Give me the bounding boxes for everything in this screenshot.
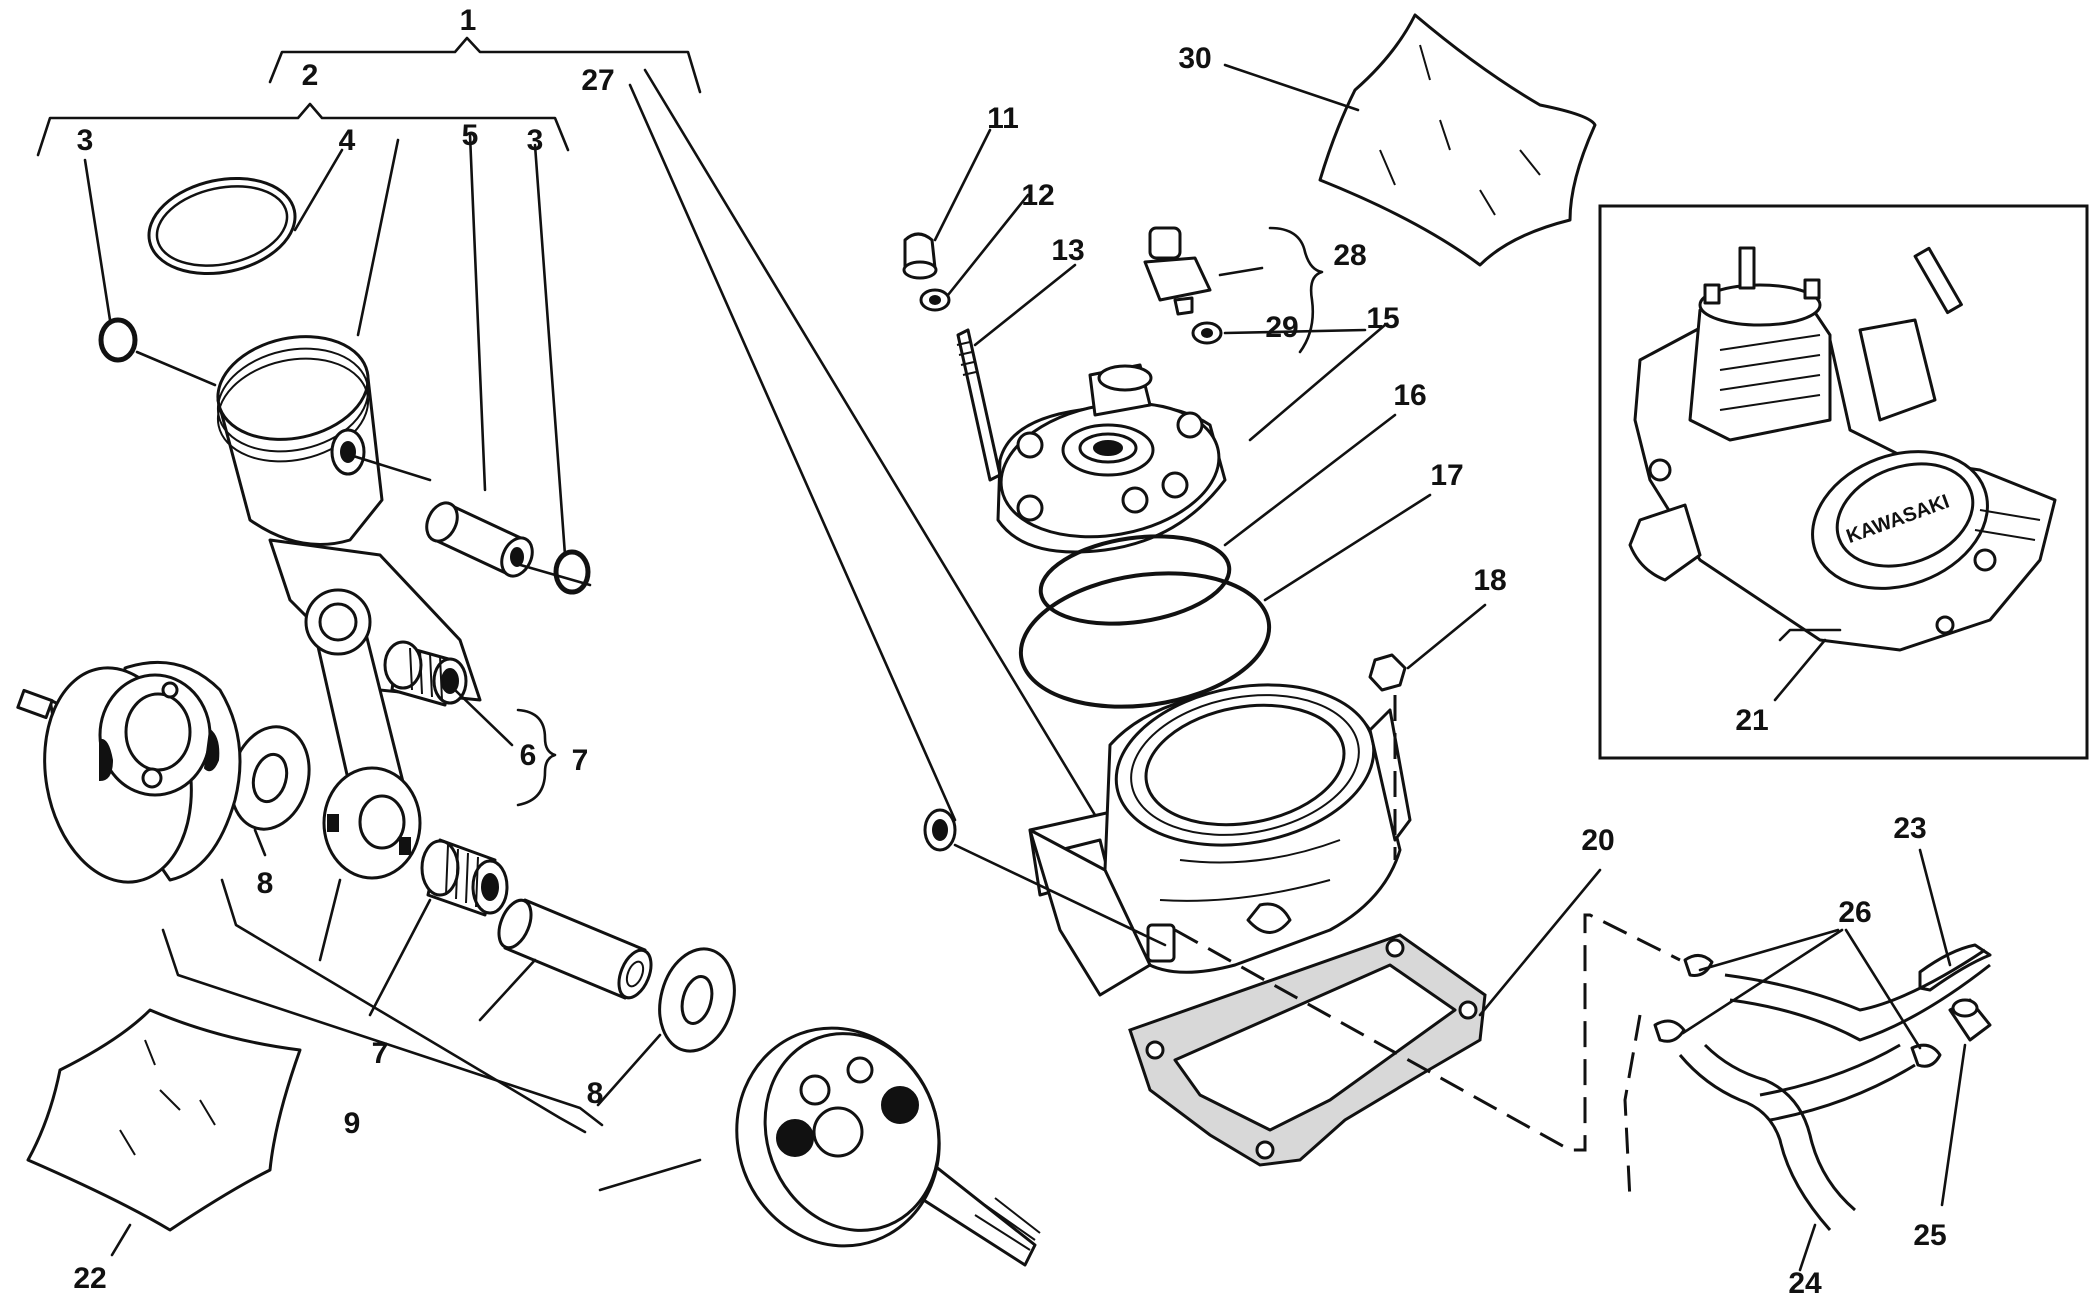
- circlip-left: [98, 317, 138, 363]
- callout-4: 4: [339, 124, 356, 157]
- cylinder: [1028, 683, 1412, 997]
- bracket-2: [36, 102, 570, 157]
- thrust-washer-left: [229, 725, 311, 831]
- callout-16: 16: [1393, 379, 1426, 412]
- piston: [216, 335, 384, 546]
- callout-25: 25: [1913, 1219, 1946, 1252]
- coolant-dashed-line: [1174, 913, 1681, 1152]
- callout-26: 26: [1838, 896, 1871, 929]
- callout-7-upper: 7: [572, 744, 589, 777]
- callout-2: 2: [302, 59, 319, 92]
- oil-seal: [923, 808, 957, 852]
- callout-20: 20: [1581, 824, 1614, 857]
- hose-24: [1678, 1043, 1916, 1231]
- callout-12: 12: [1021, 179, 1054, 212]
- callout-27: 27: [581, 64, 614, 97]
- callout-6: 6: [520, 739, 537, 772]
- callout-23: 23: [1893, 812, 1926, 845]
- circlip-right: [553, 549, 591, 595]
- thrust-washer-right: [658, 947, 736, 1053]
- callout-13: 13: [1051, 234, 1084, 267]
- spark-plug: [1143, 226, 1212, 316]
- callout-3-right: 3: [527, 124, 544, 157]
- callout-8-left: 8: [257, 867, 274, 900]
- bracket-7: [220, 878, 587, 1134]
- callout-24: 24: [1788, 1267, 1822, 1298]
- callout-7-lower: 7: [372, 1037, 389, 1070]
- crankshaft-half-left: [16, 660, 242, 884]
- engine-illustration: KAWASAKI: [1628, 246, 2057, 652]
- callout-29: 29: [1265, 311, 1298, 344]
- washer-29-hole: [1201, 328, 1213, 338]
- callout-17: 17: [1430, 459, 1463, 492]
- head-o-ring: [1038, 534, 1232, 626]
- small-end-bearing: [383, 640, 468, 707]
- washer-12-hole: [929, 295, 941, 305]
- flange-nut: [1368, 653, 1407, 692]
- callout-5: 5: [462, 119, 479, 152]
- hose-clamp-upper: [1683, 954, 1714, 977]
- callout-15: 15: [1366, 302, 1399, 335]
- callout-28: 28: [1333, 239, 1366, 272]
- callout-3-left: 3: [77, 124, 94, 157]
- callout-1: 1: [460, 4, 477, 37]
- callout-9: 9: [344, 1107, 361, 1140]
- callout-8-right: 8: [587, 1077, 604, 1110]
- bracket-1: [268, 36, 702, 94]
- callout-18: 18: [1473, 564, 1506, 597]
- parts-bag-30: [1318, 13, 1597, 267]
- piston-pin: [425, 501, 534, 578]
- callout-11: 11: [987, 102, 1019, 135]
- parts-bag-22: [26, 1008, 302, 1232]
- engine-inset-frame: [1598, 204, 2089, 760]
- base-gasket: [1128, 933, 1487, 1167]
- hose-clamp-left: [1653, 1019, 1686, 1043]
- big-end-bearing: [420, 838, 509, 917]
- bracket-28-29: [1268, 226, 1324, 354]
- callout-30: 30: [1178, 42, 1211, 75]
- coolant-dashed-line-2: [1623, 1014, 1642, 1201]
- hose-clamp-right: [1910, 1043, 1942, 1068]
- crankshaft-half-right: [735, 1026, 1041, 1267]
- hose-fitting: [1948, 998, 1992, 1042]
- cap-nut: [902, 232, 938, 280]
- hose-23: [1724, 943, 1992, 1042]
- cylinder-o-ring: [1018, 571, 1272, 709]
- callout-numbers: 1 2 3 4 5 3 27 6 7 8 7 8 9 22 11 12 13 3…: [73, 4, 1946, 1298]
- piston-ring: [147, 176, 297, 276]
- bracket-9: [161, 928, 604, 1127]
- bracket-6-7: [516, 708, 557, 807]
- leader-lines: [83, 63, 1967, 1272]
- cylinder-head: [996, 363, 1227, 554]
- connecting-rod: [304, 588, 422, 880]
- crank-pin: [497, 898, 653, 1000]
- callout-21: 21: [1735, 704, 1768, 737]
- callout-22: 22: [73, 1262, 106, 1295]
- stud-bolt: [956, 328, 1002, 482]
